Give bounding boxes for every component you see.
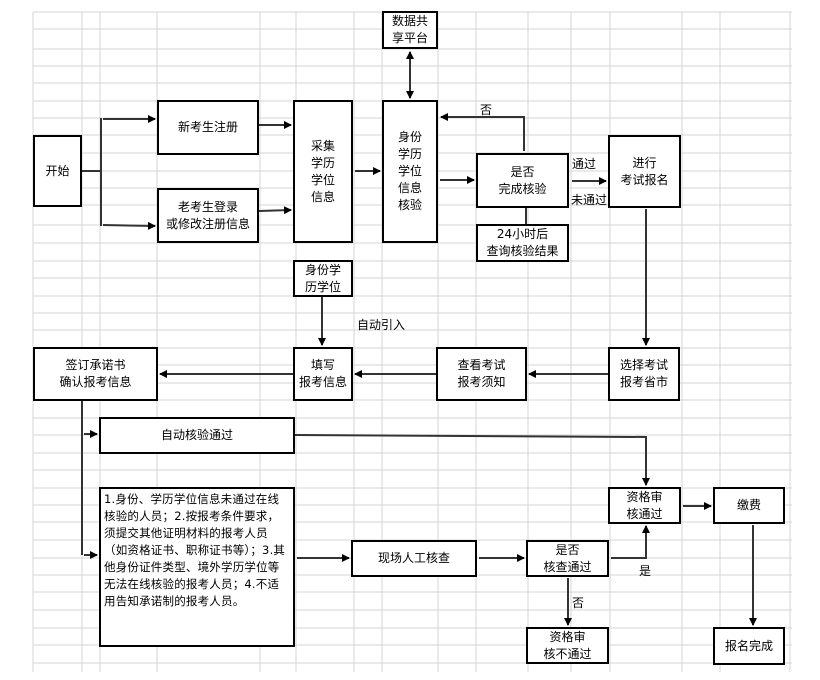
node-signup-complete: 报名完成 xyxy=(713,627,785,665)
edge-label-no-bottom: 否 xyxy=(572,596,585,610)
node-is-verified: 是否 完成核验 xyxy=(476,153,569,208)
node-onsite-check: 现场人工核查 xyxy=(351,540,477,577)
arrow-not-verified-back xyxy=(440,113,525,151)
node-data-platform: 数据共 享平台 xyxy=(382,11,438,49)
node-start: 开始 xyxy=(33,135,82,207)
node-exam-signup: 进行 考试报名 xyxy=(608,135,681,208)
node-manual-cases: 1.身份、学历学位信息未通过在线核验的人员；2.按报考条件要求，须提交其他证明材… xyxy=(99,487,295,647)
edge-label-pass: 通过 xyxy=(572,157,597,171)
node-is-check-passed: 是否 核查通过 xyxy=(526,540,609,577)
node-identity-verify: 身份 学历 学位 信息 核验 xyxy=(382,100,438,243)
node-new-register: 新考生注册 xyxy=(157,100,259,155)
node-auto-pass: 自动核验通过 xyxy=(99,417,295,454)
edge-label-yes: 是 xyxy=(639,564,652,578)
node-old-login: 老考生登录 或修改注册信息 xyxy=(157,188,259,243)
node-qualification-fail: 资格审 核不通过 xyxy=(526,627,609,664)
arrow-auto-pass-to-qualification xyxy=(294,434,650,486)
node-qualification-pass: 资格审 核通过 xyxy=(608,487,681,524)
arrow-yes-to-qualification-pass xyxy=(611,525,650,559)
node-fill-info: 填写 报考信息 xyxy=(293,347,353,401)
node-choose-province: 选择考试 报考省市 xyxy=(608,347,680,401)
node-view-notice: 查看考试 报考须知 xyxy=(436,347,527,401)
node-identity-degree: 身份学 历学位 xyxy=(293,260,353,297)
edge-label-no-top: 否 xyxy=(480,103,493,117)
node-query-after-24h: 24小时后 查询核验结果 xyxy=(476,224,569,262)
edge-label-not-pass: 未通过 xyxy=(571,193,608,207)
arrow-to-old-login xyxy=(102,221,156,230)
arrow-old-login-to-collect xyxy=(258,206,292,215)
node-sign-commitment: 签订承诺书 确认报考信息 xyxy=(33,347,158,401)
node-payment: 缴费 xyxy=(713,487,785,524)
edge-label-auto-import: 自动引入 xyxy=(357,318,406,332)
node-collect-info: 采集 学历 学位 信息 xyxy=(293,100,353,243)
